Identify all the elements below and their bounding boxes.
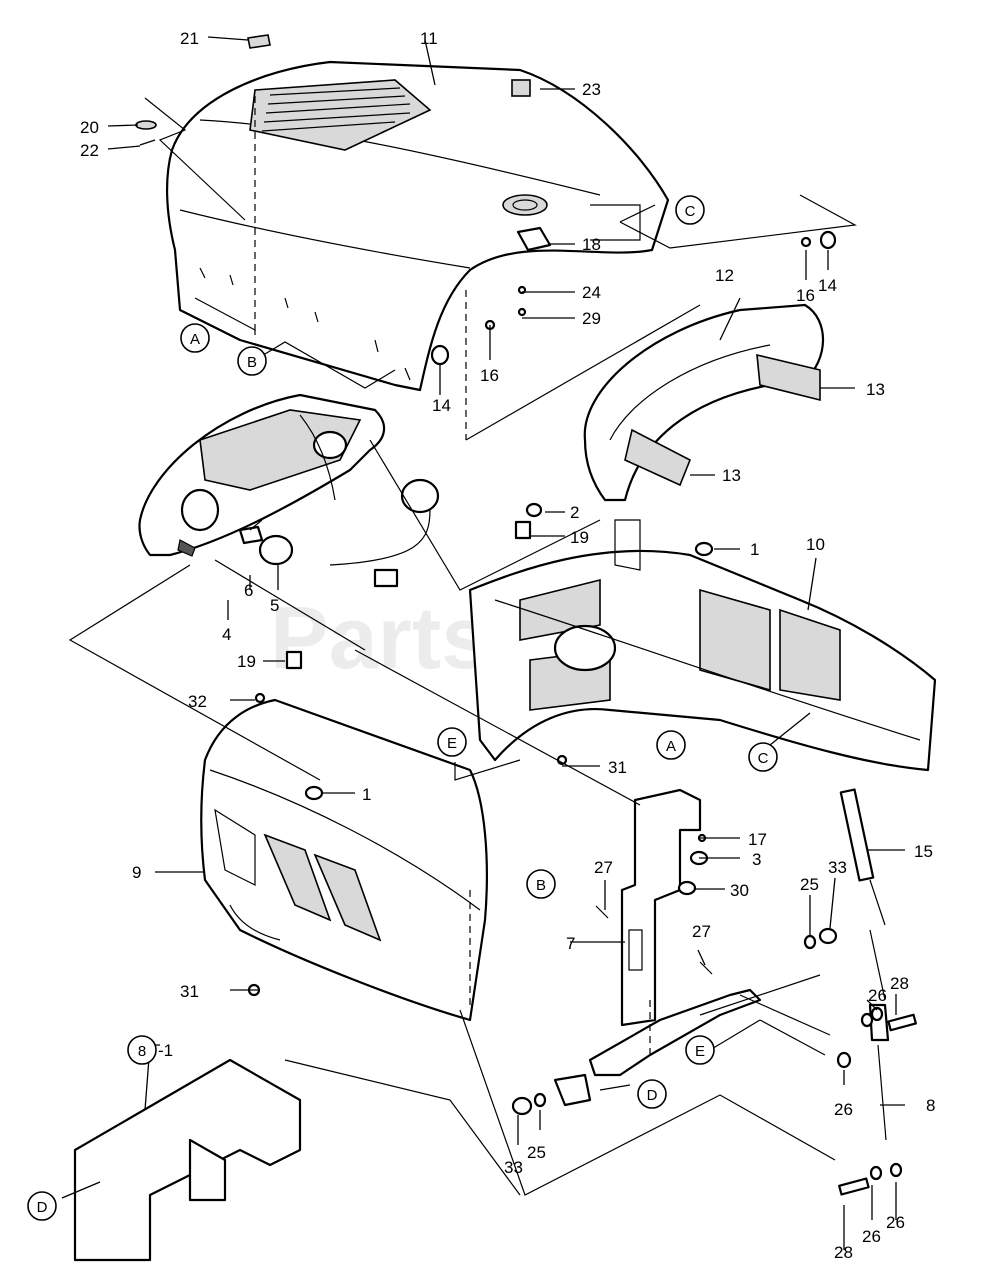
callout-17: 17 bbox=[748, 830, 767, 849]
callout-32: 32 bbox=[188, 692, 207, 711]
callout-11: 11 bbox=[420, 29, 438, 48]
ref-c-dash: C bbox=[758, 750, 769, 767]
callout-28-lower: 28 bbox=[834, 1243, 853, 1262]
callout-22: 22 bbox=[80, 141, 99, 160]
callout-19-dash: 19 bbox=[570, 528, 589, 547]
callout-3: 3 bbox=[752, 850, 761, 869]
callout-27-right: 27 bbox=[692, 922, 711, 941]
callout-33-right: 33 bbox=[828, 858, 847, 877]
hood-top-part bbox=[165, 60, 670, 392]
callout-16-trim: 16 bbox=[796, 286, 815, 305]
callout-15: 15 bbox=[914, 842, 933, 861]
leader-lines bbox=[61, 36, 905, 1250]
hardware-parts bbox=[135, 34, 917, 1196]
callout-13-upper: 13 bbox=[866, 380, 885, 399]
callout-24: 24 bbox=[582, 283, 601, 302]
callout-1-dash: 1 bbox=[750, 540, 759, 559]
ref-8-lower-bracket: 8 bbox=[138, 1043, 146, 1060]
callout-26-mid: 26 bbox=[834, 1100, 853, 1119]
callout-26-lower-left: 26 bbox=[862, 1227, 881, 1246]
gas-strut-part bbox=[839, 788, 890, 1141]
callout-18: 18 bbox=[582, 235, 601, 254]
ref-a-bracket: A bbox=[666, 738, 676, 755]
callout-31-dash: 31 bbox=[608, 758, 627, 777]
callout-12: 12 bbox=[715, 266, 734, 285]
ref-d-bracket: D bbox=[647, 1087, 658, 1104]
callout-8-suffix: -1 bbox=[158, 1041, 173, 1060]
side-trim-part bbox=[583, 303, 825, 502]
callout-29: 29 bbox=[582, 309, 601, 328]
reference-bubbles: A B C C E A B E D D 8 bbox=[27, 195, 778, 1221]
callout-27-left: 27 bbox=[594, 858, 613, 877]
headlight-assembly-part bbox=[138, 393, 440, 588]
callout-10: 10 bbox=[806, 535, 825, 554]
callout-28-upper: 28 bbox=[890, 974, 909, 993]
reference-lines bbox=[68, 96, 857, 1196]
lower-bracket-part bbox=[73, 1058, 302, 1262]
callout-labels: 21 11 20 22 23 18 24 29 16 14 16 14 12 1… bbox=[80, 29, 935, 1262]
ref-b-top: B bbox=[247, 354, 257, 371]
callout-20: 20 bbox=[80, 118, 99, 137]
callout-23: 23 bbox=[582, 80, 601, 99]
ref-c-top: C bbox=[685, 203, 696, 220]
callout-7: 7 bbox=[566, 934, 575, 953]
callout-14-trim: 14 bbox=[818, 276, 837, 295]
callout-4: 4 bbox=[222, 625, 231, 644]
callout-1-grille: 1 bbox=[362, 785, 371, 804]
callout-16-hood: 16 bbox=[480, 366, 499, 385]
ref-d-lower: D bbox=[37, 1199, 48, 1216]
ref-e-bracket: E bbox=[695, 1043, 705, 1060]
callout-19-grille: 19 bbox=[237, 652, 256, 671]
callout-5: 5 bbox=[270, 596, 279, 615]
callout-26-upper: 26 bbox=[868, 986, 887, 1005]
callout-30: 30 bbox=[730, 881, 749, 900]
dash-panel-part bbox=[468, 519, 937, 772]
callout-13-lower: 13 bbox=[722, 466, 741, 485]
callout-8-spring: 8 bbox=[926, 1096, 935, 1115]
callout-9: 9 bbox=[132, 863, 141, 882]
callout-21: 21 bbox=[180, 29, 199, 48]
callout-2: 2 bbox=[570, 503, 579, 522]
callout-33-bracket: 33 bbox=[504, 1158, 523, 1177]
hood-bracket-part bbox=[553, 788, 762, 1107]
callout-31-grille: 31 bbox=[180, 982, 199, 1001]
callout-25-bracket: 25 bbox=[527, 1143, 546, 1162]
callout-25-right: 25 bbox=[800, 875, 819, 894]
callout-14-hood: 14 bbox=[432, 396, 451, 415]
callout-26-lower-right: 26 bbox=[886, 1213, 905, 1232]
front-grille-part bbox=[200, 698, 488, 1022]
callout-6: 6 bbox=[244, 581, 253, 600]
ref-a-top: A bbox=[190, 331, 200, 348]
ref-e-dash: E bbox=[447, 735, 457, 752]
ref-b-grille: B bbox=[536, 877, 546, 894]
